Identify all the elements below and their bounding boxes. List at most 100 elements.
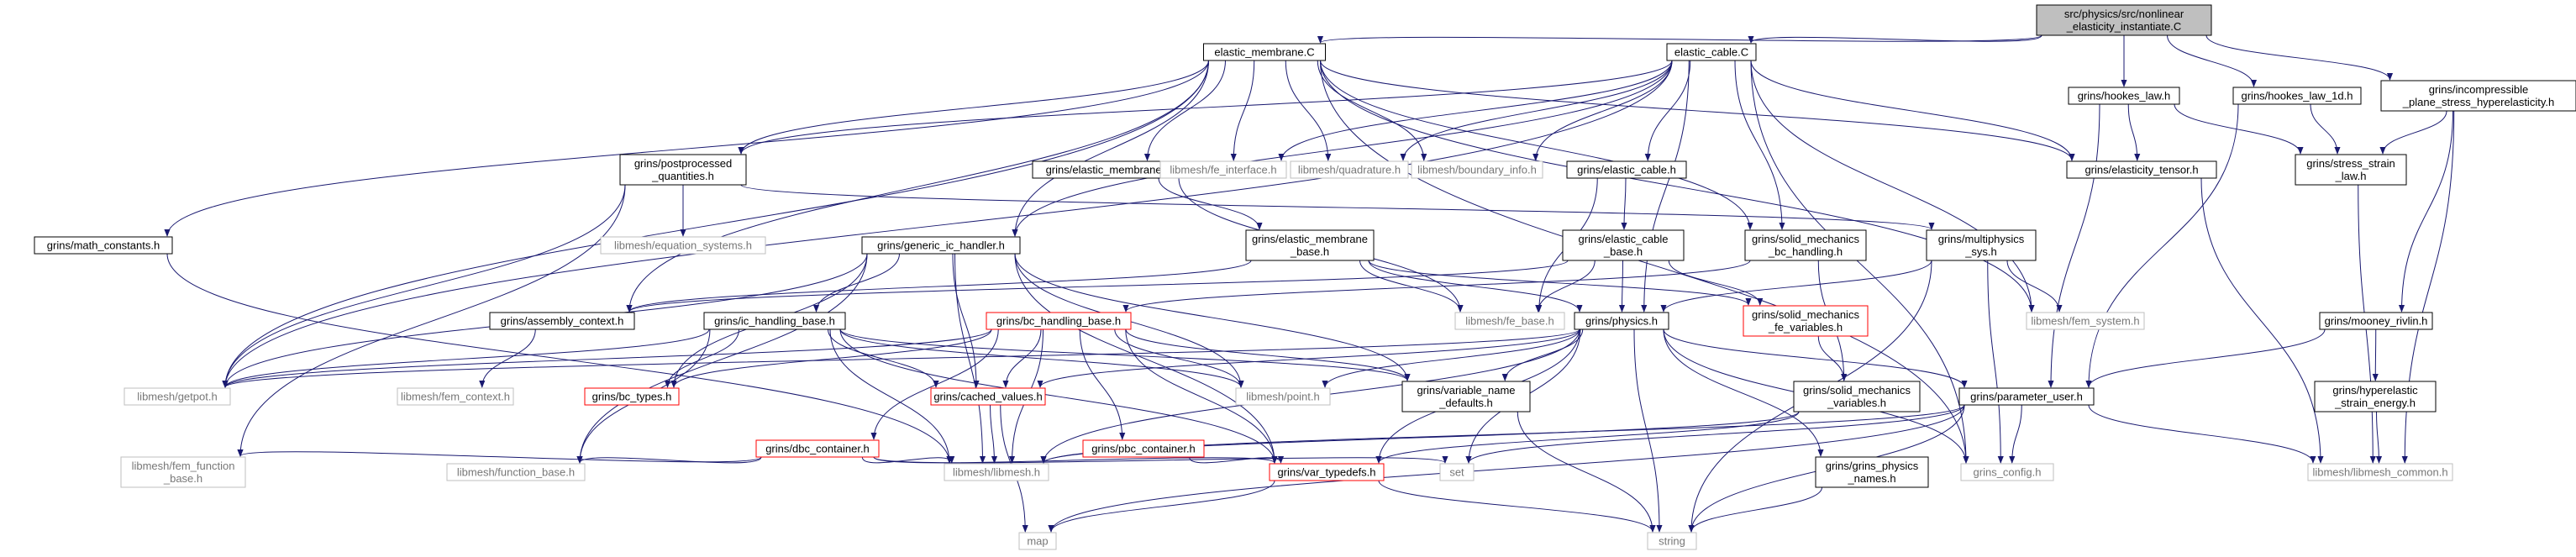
edge-em_C-to-math_const [164, 60, 1209, 237]
node-root[interactable]: src/physics/src/nonlinear_elasticity_ins… [2036, 4, 2212, 36]
node-asm-ctx[interactable]: grins/assembly_context.h [489, 312, 635, 330]
node-label: grins/elastic_membrane [1252, 233, 1368, 245]
node-math-const[interactable]: grins/math_constants.h [34, 236, 173, 255]
node-label: grins/bc_types.h [592, 391, 672, 403]
node-hookes1d[interactable]: grins/hookes_law_1d.h [2232, 87, 2362, 105]
edge-em_C-to-bndinfo [1317, 60, 1427, 161]
node-label: elastic_membrane.C [1214, 46, 1314, 59]
node-label: grins/hyperelastic [2332, 384, 2418, 397]
node-dbc[interactable]: grins/dbc_container.h [755, 439, 880, 458]
node-map[interactable]: map [1018, 532, 1057, 550]
node-box [584, 387, 680, 406]
node-ic-base[interactable]: grins/ic_handling_base.h [703, 312, 846, 330]
node-box [397, 387, 514, 406]
node-hyperelastic[interactable]: grins/hyperelastic_strain_energy.h [2314, 381, 2437, 412]
node-var-typedefs[interactable]: grins/var_typedefs.h [1269, 463, 1385, 481]
node-ec-h[interactable]: grins/elastic_cable.h [1566, 160, 1687, 179]
node-libmesh-h[interactable]: libmesh/libmesh.h [944, 463, 1049, 481]
node-em-base[interactable]: grins/elastic_membrane_base.h [1245, 229, 1375, 261]
node-box [1562, 229, 1685, 261]
edge-generic_ic-to-ic_base [812, 253, 900, 313]
node-box [1666, 43, 1757, 61]
node-sm-bc[interactable]: grins/solid_mechanics_bc_handling.h [1744, 229, 1867, 261]
node-elast-tensor[interactable]: grins/elasticity_tensor.h [2066, 160, 2217, 179]
node-quad[interactable]: libmesh/quadrature.h [1290, 160, 1409, 179]
node-param-user[interactable]: grins/parameter_user.h [1958, 387, 2095, 406]
node-sm-fevars[interactable]: grins/solid_mechanics_fe_variables.h [1743, 305, 1869, 337]
node-label: libmesh/function_base.h [457, 466, 575, 479]
node-sm-vars[interactable]: grins/solid_mechanics_variables.h [1793, 381, 1921, 412]
node-fe-iface[interactable]: libmesh/fe_interface.h [1159, 160, 1287, 179]
node-box [2380, 80, 2576, 112]
edge-param_user-to-lm_common [2088, 404, 2316, 464]
edge-physics-to-string [1633, 328, 1663, 533]
node-set[interactable]: set [1439, 463, 1475, 481]
edge-generic_ic-to-cached [952, 253, 980, 388]
node-label: src/physics/src/nonlinear [2064, 8, 2184, 20]
node-label: grins/cached_values.h [933, 391, 1042, 403]
edge-bc_base-to-getpot [222, 328, 992, 388]
node-em-C[interactable]: elastic_membrane.C [1203, 43, 1326, 61]
node-bc-types[interactable]: grins/bc_types.h [584, 387, 680, 406]
node-var-name[interactable]: grins/variable_name_defaults.h [1401, 381, 1531, 412]
node-box [1411, 160, 1543, 179]
edge-em_C-to-sm_bc [1320, 60, 1753, 230]
node-box [34, 236, 173, 255]
node-point[interactable]: libmesh/point.h [1235, 387, 1331, 406]
edge-ec_h-to-ec_base [1621, 177, 1627, 230]
node-fem-func[interactable]: libmesh/fem_function_base.h [120, 456, 246, 488]
node-box [2066, 160, 2217, 179]
node-label: _base.h [1290, 245, 1329, 258]
node-hookes[interactable]: grins/hookes_law.h [2068, 87, 2180, 105]
edge-ec_base-to-physics [1618, 260, 1626, 313]
node-mooney[interactable]: grins/mooney_rivlin.h [2319, 312, 2433, 330]
node-pbc[interactable]: grins/pbc_container.h [1082, 439, 1205, 458]
edge-dbc-to-set [873, 455, 1448, 464]
node-box [120, 456, 246, 488]
node-label: grins/solid_mechanics [1752, 233, 1859, 245]
node-postproc[interactable]: grins/postprocessed_quantities.h [619, 154, 747, 186]
node-label: libmesh/fem_system.h [2031, 315, 2139, 328]
node-bc-base[interactable]: grins/bc_handling_base.h [986, 312, 1132, 330]
node-cached[interactable]: grins/cached_values.h [930, 387, 1046, 406]
node-box [1815, 456, 1929, 488]
node-generic-ic[interactable]: grins/generic_ic_handler.h [861, 236, 1021, 255]
edge-ec_base-to-asm_ctx [626, 260, 1569, 313]
node-phys-names[interactable]: grins/grins_physics_names.h [1815, 456, 1929, 488]
edge-multiphys-to-physics [1660, 260, 1932, 313]
node-incomp[interactable]: grins/incompressible_plane_stress_hypere… [2380, 80, 2576, 112]
edge-ec_C-to-postproc [738, 60, 1673, 155]
edge-dbc-to-fem_func [237, 449, 762, 463]
node-label: grins/postprocessed [634, 157, 732, 170]
edge-physics-to-getpot [222, 328, 1580, 388]
node-fem-ctx[interactable]: libmesh/fem_context.h [397, 387, 514, 406]
node-box [600, 236, 766, 255]
edge-ic_base-to-var_name [839, 328, 1411, 381]
node-label: _names.h [1847, 472, 1895, 485]
edge-physics-to-point [1322, 328, 1580, 388]
node-stress-strain[interactable]: grins/stress_strain_law.h [2295, 154, 2407, 186]
edge-ec_C-to-grins_config [1750, 60, 1969, 464]
node-bndinfo[interactable]: libmesh/boundary_info.h [1411, 160, 1543, 179]
node-grins-config[interactable]: grins_config.h [1960, 463, 2054, 481]
node-box [1793, 381, 1921, 412]
node-eq-sys[interactable]: libmesh/equation_systems.h [600, 236, 766, 255]
node-ec-C[interactable]: elastic_cable.C [1666, 43, 1757, 61]
node-label: _strain_energy.h [2334, 397, 2416, 409]
node-func-base[interactable]: libmesh/function_base.h [446, 463, 586, 481]
node-string[interactable]: string [1647, 532, 1697, 550]
node-lm-common[interactable]: libmesh/libmesh_common.h [2307, 463, 2453, 481]
node-multiphys[interactable]: grins/multiphysics_sys.h [1926, 229, 2037, 261]
node-label: grins/dbc_container.h [765, 443, 870, 455]
edge-generic_ic-to-var_typedefs [1014, 253, 1278, 464]
node-box [1290, 160, 1409, 179]
node-ec-base[interactable]: grins/elastic_cable_base.h [1562, 229, 1685, 261]
edge-hookes-to-elast_tensor [2127, 103, 2141, 161]
node-fem-sys[interactable]: libmesh/fem_system.h [2026, 312, 2145, 330]
node-getpot[interactable]: libmesh/getpot.h [124, 387, 231, 406]
node-box [1566, 160, 1687, 179]
node-em-h[interactable]: grins/elastic_membrane.h [1032, 160, 1185, 179]
node-fe-base[interactable]: libmesh/fe_base.h [1454, 312, 1565, 330]
node-physics[interactable]: grins/physics.h [1574, 312, 1669, 330]
